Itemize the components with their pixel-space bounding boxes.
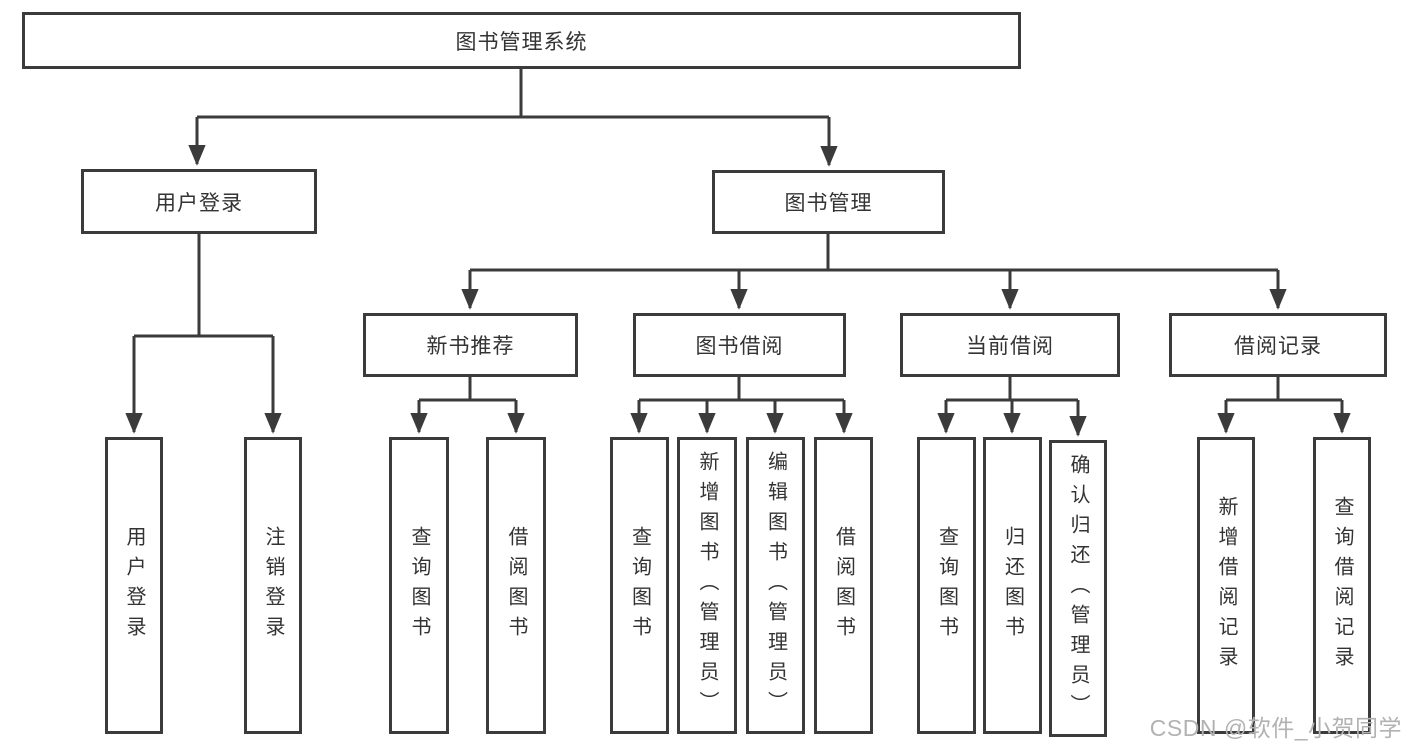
leaf-query-borrow-record: 查询借阅记录 (1313, 437, 1371, 734)
leaf-confirm-return-admin: 确认归还（管理员） (1049, 440, 1107, 737)
node-book-borrowing: 图书借阅 (633, 313, 846, 377)
leaf-return-books: 归还图书 (983, 437, 1042, 734)
leaf-user-login: 用户登录 (105, 437, 163, 734)
leaf-add-borrow-record: 新增借阅记录 (1197, 437, 1255, 734)
leaf-edit-books-admin: 编辑图书（管理员） (746, 437, 805, 734)
node-user-login: 用户登录 (81, 169, 317, 234)
node-book-management: 图书管理 (712, 170, 945, 234)
node-borrowing-records: 借阅记录 (1169, 313, 1387, 377)
node-new-book-recommend: 新书推荐 (363, 313, 578, 377)
leaf-query-books-borrowing: 查询图书 (610, 437, 669, 734)
node-current-borrowing: 当前借阅 (900, 313, 1120, 377)
leaf-query-books-current: 查询图书 (917, 437, 976, 734)
leaf-query-books-recommend: 查询图书 (389, 437, 449, 734)
leaf-borrow-books-recommend: 借阅图书 (486, 437, 546, 734)
csdn-watermark: CSDN @软件_小贺同学 (1149, 715, 1402, 741)
leaf-borrow-books-borrowing: 借阅图书 (814, 437, 873, 734)
leaf-logout-login: 注销登录 (244, 437, 302, 734)
leaf-add-books-admin: 新增图书（管理员） (677, 437, 737, 734)
node-book-management-system: 图书管理系统 (22, 12, 1021, 69)
